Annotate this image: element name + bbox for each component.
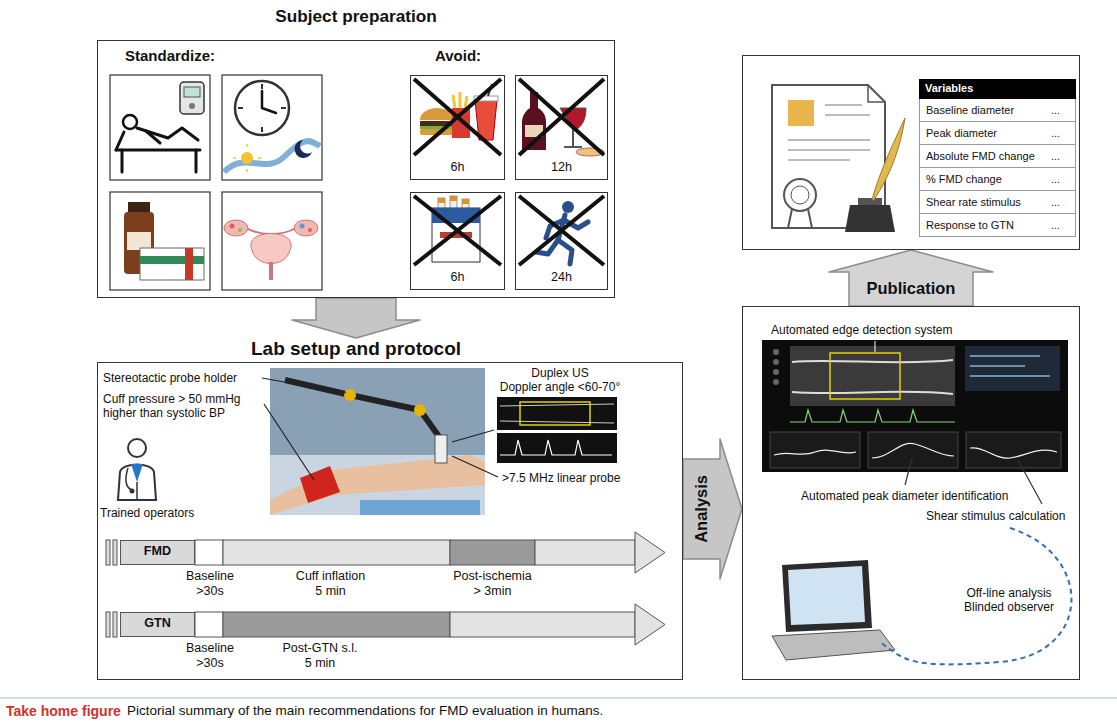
table-cell: ... xyxy=(1047,145,1076,168)
node-text: Avoid: xyxy=(435,47,481,65)
avoid-box: 12h xyxy=(515,75,608,180)
table-cell: ... xyxy=(1047,191,1076,214)
node-text: Off-line analysis Blinded observer xyxy=(959,586,1059,615)
block-arrow xyxy=(292,298,420,338)
arrow-label: Analysis xyxy=(692,475,712,543)
node-text: Automated peak diameter identification xyxy=(801,489,1008,503)
panel-border xyxy=(97,40,615,298)
avoid-box: 6h xyxy=(410,192,505,290)
node-text: Automated edge detection system xyxy=(771,323,952,337)
table-cell: ... xyxy=(1047,168,1076,191)
timeline-segment: FMD xyxy=(120,540,195,565)
annotation-label: Duplex US xyxy=(490,366,630,380)
timeline-segment: GTN xyxy=(120,612,195,637)
timeline-label: Post-ischemia > 3min xyxy=(445,569,540,599)
block-arrow xyxy=(829,250,993,306)
avoid-box: 24h xyxy=(515,192,608,290)
table-cell: ... xyxy=(1047,99,1076,122)
timeline-label: Post-GTN s.l. 5 min xyxy=(278,641,362,671)
table-cell: Shear rate stimulus xyxy=(919,191,1047,214)
node-text: FMD xyxy=(121,544,194,559)
caption-label: Take home figure xyxy=(6,703,121,720)
node-text: 6h xyxy=(411,270,504,285)
node-text: 24h xyxy=(516,270,607,285)
node-text: Shear stimulus calculation xyxy=(926,509,1065,523)
table-cell: Absolute FMD change xyxy=(919,145,1047,168)
panel: VariablesBaseline diameter...Peak diamet… xyxy=(742,55,1080,250)
node-text: GTN xyxy=(121,616,194,631)
panel-heading: Lab setup and protocol xyxy=(226,338,486,361)
panel-heading: Subject preparation xyxy=(97,6,615,27)
table-cell: Peak diameter xyxy=(919,122,1047,145)
table-cell: % FMD change xyxy=(919,168,1047,191)
annotation-label: Cuff pressure > 50 mmHg higher than syst… xyxy=(103,392,261,421)
caption: Pictorial summary of the main recommenda… xyxy=(127,703,603,719)
timeline-label: Cuff inflation 5 min xyxy=(283,569,378,599)
table-cell: ... xyxy=(1047,122,1076,145)
avoid-box: 6h xyxy=(410,75,505,180)
annotation-label: Doppler angle <60-70° xyxy=(490,380,630,394)
table-header: Variables xyxy=(919,79,1076,99)
node-text: 12h xyxy=(516,160,607,175)
timeline-label: Baseline >30s xyxy=(180,569,240,599)
arrow-label: Publication xyxy=(867,279,956,299)
annotation-label: Trained operators xyxy=(100,506,194,520)
timeline-label: Baseline >30s xyxy=(180,641,240,671)
table-cell: ... xyxy=(1047,214,1076,237)
panel: Automated edge detection systemAutomated… xyxy=(742,306,1080,680)
node-text: 6h xyxy=(411,160,504,175)
table-cell: Response to GTN xyxy=(919,214,1047,237)
panel: Subject preparationStandardize: Avoid: 6h 1… xyxy=(97,6,615,298)
annotation-label: Stereotactic probe holder xyxy=(103,371,237,385)
block-arrow xyxy=(683,439,742,579)
annotation-label: >7.5 MHz linear probe xyxy=(502,471,620,485)
node-text: Standardize: xyxy=(125,47,215,65)
table-cell: Baseline diameter xyxy=(919,99,1047,122)
